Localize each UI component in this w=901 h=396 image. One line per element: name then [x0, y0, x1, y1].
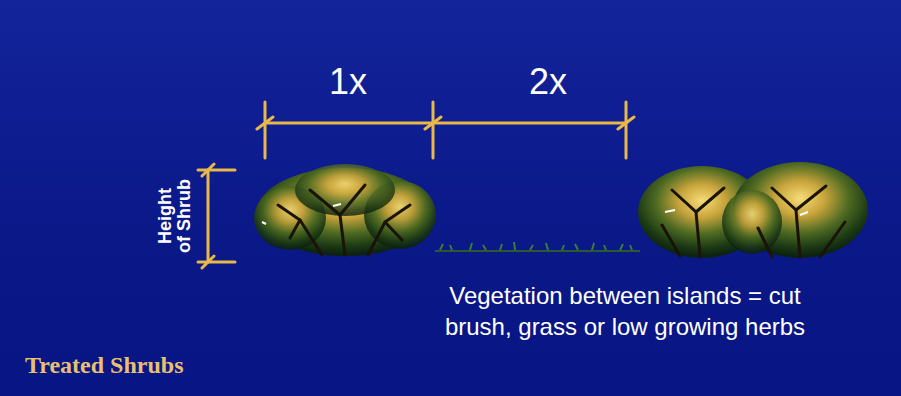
dimension-label: 2x — [508, 64, 588, 100]
note-text: Vegetation between islands = cut brush, … — [425, 280, 825, 342]
treated-shrub — [638, 162, 868, 258]
dimension-label: 1x — [308, 64, 388, 100]
dimension-line — [257, 102, 634, 158]
height-label: Height of Shrub — [156, 178, 194, 254]
low-vegetation — [435, 242, 640, 251]
height-bracket — [198, 164, 235, 268]
treated-shrub — [254, 164, 436, 256]
caption: Treated Shrubs — [25, 352, 183, 378]
